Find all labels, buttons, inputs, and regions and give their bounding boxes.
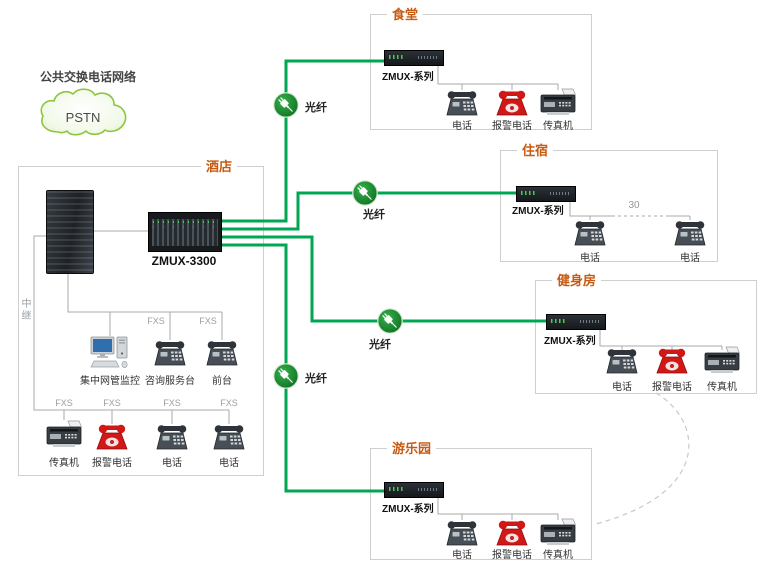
phone-icon bbox=[445, 90, 479, 116]
zmux-3300-red-leds bbox=[153, 226, 217, 228]
phone-icon bbox=[205, 340, 239, 366]
fax-icon bbox=[703, 346, 741, 374]
phone-icon bbox=[573, 220, 607, 246]
fiber-transceiver-icon bbox=[273, 363, 299, 389]
device-label: 传真机 bbox=[707, 382, 737, 393]
fax-icon bbox=[45, 420, 83, 448]
device-label: 电话 bbox=[162, 458, 182, 469]
device-label: 报警电话 bbox=[492, 550, 532, 561]
fax-icon bbox=[539, 518, 577, 546]
zmux-device bbox=[546, 314, 606, 330]
pstn-cloud-label: PSTN bbox=[66, 110, 101, 125]
device-label: 传真机 bbox=[543, 550, 573, 561]
hotel-title: 酒店 bbox=[200, 158, 237, 175]
fxs-port-label: FXS bbox=[163, 398, 181, 408]
alarm-phone-icon bbox=[95, 424, 129, 450]
device-label: 报警电话 bbox=[492, 121, 532, 132]
device-label: 电话 bbox=[680, 253, 700, 264]
device-label: 传真机 bbox=[49, 458, 79, 469]
phone-icon bbox=[155, 424, 189, 450]
site-box-park: 游乐园 bbox=[370, 440, 592, 560]
fxs-port-label: FXS bbox=[103, 398, 121, 408]
phone-icon bbox=[212, 424, 246, 450]
alarm-phone-icon bbox=[655, 348, 689, 374]
device-label: 电话 bbox=[612, 382, 632, 393]
fax-icon bbox=[539, 88, 577, 116]
device-label: 传真机 bbox=[543, 121, 573, 132]
zmux-3300-green-leds bbox=[153, 221, 217, 223]
site-title-park: 游乐园 bbox=[387, 440, 437, 457]
zmux-3300-label: ZMUX-3300 bbox=[151, 254, 217, 268]
fxs-port-label: FXS bbox=[220, 398, 238, 408]
site-box-lodging: 住宿 bbox=[500, 142, 718, 262]
zmux-3300-card-slots bbox=[152, 219, 218, 246]
alarm-phone-icon bbox=[495, 520, 529, 546]
zmux-device bbox=[384, 482, 444, 498]
pstn-cloud-icon: PSTN bbox=[40, 88, 127, 136]
phone-icon bbox=[673, 220, 707, 246]
zmux-device-label: ZMUX-系列 bbox=[382, 72, 434, 83]
fxs-port-label: FXS bbox=[55, 398, 73, 408]
phone-count-label: 30 bbox=[628, 200, 640, 211]
device-label: 电话 bbox=[452, 121, 472, 132]
device-label: 咨询服务台 bbox=[145, 376, 195, 387]
fiber-label: 光纤 bbox=[305, 373, 327, 385]
fiber-label: 光纤 bbox=[363, 209, 385, 221]
fiber-transceiver-icon bbox=[352, 180, 378, 206]
phone-icon bbox=[605, 348, 639, 374]
dashed-connector-arc bbox=[595, 392, 690, 525]
zmux-3300-device bbox=[148, 212, 222, 252]
phone-icon bbox=[153, 340, 187, 366]
alarm-phone-icon bbox=[495, 90, 529, 116]
site-title-gym: 健身房 bbox=[552, 272, 602, 289]
zmux-device bbox=[384, 50, 444, 66]
device-label: 前台 bbox=[212, 376, 232, 387]
fiber-label: 光纤 bbox=[369, 339, 391, 351]
phone-icon bbox=[445, 520, 479, 546]
management-pc-icon bbox=[90, 336, 130, 370]
fiber-transceiver-icon bbox=[273, 92, 299, 118]
zmux-device bbox=[516, 186, 576, 202]
device-label: 报警电话 bbox=[92, 458, 132, 469]
fiber-transceiver-icon bbox=[377, 308, 403, 334]
device-label: 电话 bbox=[452, 550, 472, 561]
device-label: 报警电话 bbox=[652, 382, 692, 393]
fxs-port-label: FXS bbox=[199, 316, 217, 326]
zmux-device-label: ZMUX-系列 bbox=[382, 504, 434, 515]
device-label: 电话 bbox=[219, 458, 239, 469]
site-title-canteen: 食堂 bbox=[387, 6, 424, 23]
device-label: 电话 bbox=[580, 253, 600, 264]
trunk-label: 中继 bbox=[19, 298, 30, 322]
zmux-device-label: ZMUX-系列 bbox=[512, 206, 564, 217]
pstn-caption: 公共交换电话网络 bbox=[40, 70, 137, 84]
device-label: 集中网管监控 bbox=[80, 376, 140, 387]
zmux-device-label: ZMUX-系列 bbox=[544, 336, 596, 347]
server-tower bbox=[46, 190, 94, 274]
fxs-port-label: FXS bbox=[147, 316, 165, 326]
site-title-lodging: 住宿 bbox=[517, 142, 554, 159]
fiber-label: 光纤 bbox=[305, 102, 327, 114]
